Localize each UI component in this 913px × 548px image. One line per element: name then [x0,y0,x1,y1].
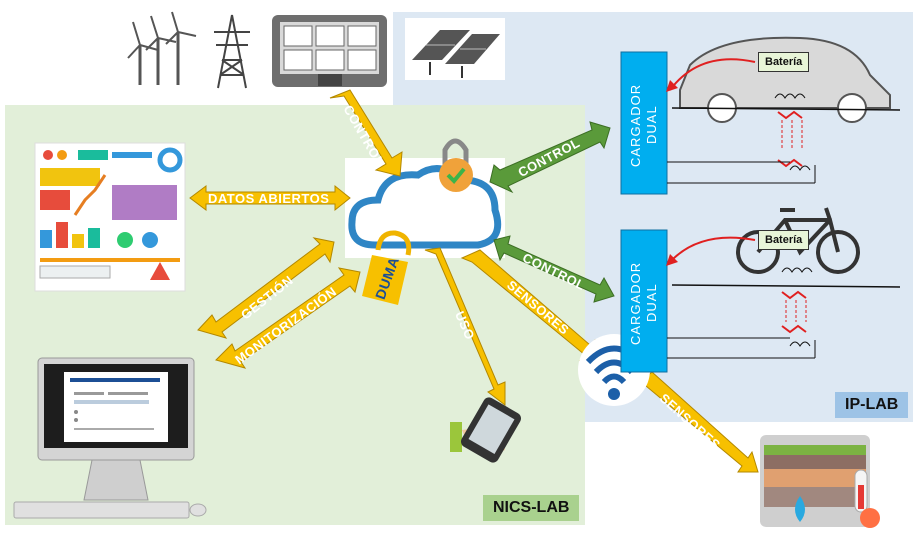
wind-turbines-icon [125,11,200,90]
smartphone-icon [450,397,521,463]
arrow-sensores-2 [639,371,759,473]
arrow-datos-abiertos [189,184,351,212]
open-data-infographic [34,142,186,292]
label-datos-abiertos: DATOS ABIERTOS [208,191,330,206]
computer-icon [13,357,207,519]
padlock-icon [439,138,473,192]
charger-bottom-line2: DUAL [644,283,659,323]
arrow-control-car [489,121,611,194]
charger-top-line1: CARGADOR [628,83,643,167]
cloud-icon [345,158,505,258]
charger-top [620,51,668,195]
soil-sensor-icon [760,435,880,528]
arrow-control-bike [493,235,615,303]
charger-bottom [620,229,668,373]
battery-car-label: Batería [758,52,810,72]
charger-top-label: CARGADOR DUAL [628,70,660,180]
arrow-control-top [329,89,403,177]
ip-lab-tag: IP-LAB [835,392,909,418]
arrow-uso [424,247,506,407]
duma-tag-icon [362,230,412,305]
battery-bike-label: Batería [758,230,810,250]
car-icon [666,36,901,184]
charger-bottom-label: CARGADOR DUAL [628,248,660,358]
charger-top-line2: DUAL [644,105,659,145]
arrow-gestion [197,237,335,339]
bicycle-icon [666,207,901,359]
solar-panel-icon [405,18,505,80]
charger-bottom-line1: CARGADOR [628,261,643,345]
nics-lab-tag: NICS-LAB [483,495,580,521]
control-room-icon [272,15,387,87]
arrow-monitorizacion [215,267,361,369]
power-tower-icon [205,12,260,90]
